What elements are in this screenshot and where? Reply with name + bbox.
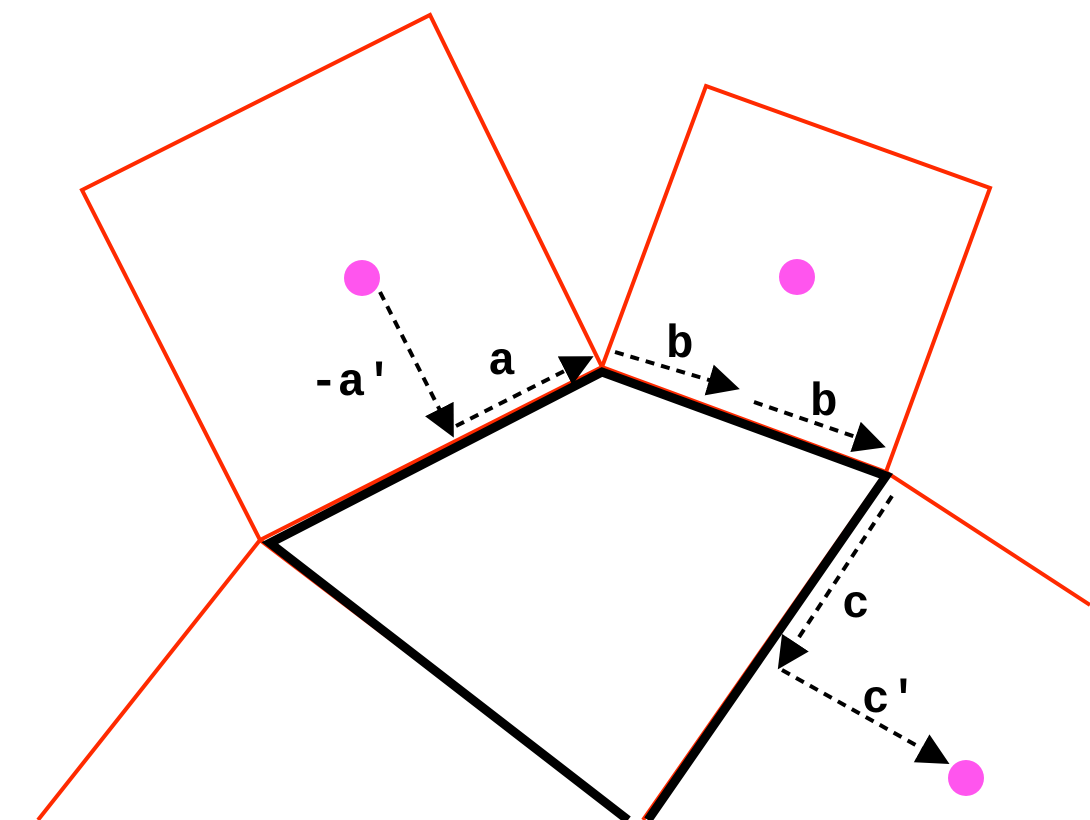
- center-point-right: [779, 259, 815, 295]
- label-c: c: [842, 579, 870, 631]
- center-point-bottom-right: [948, 760, 984, 796]
- square-left-top: [79, 12, 605, 543]
- arrow-neg-a-prime: [378, 291, 454, 438]
- arrow-b-1: [614, 350, 740, 396]
- central-polygon: [261, 367, 894, 820]
- label-a: a: [488, 336, 516, 388]
- arrow-b-2: [753, 400, 886, 453]
- red-squares: [36, 12, 1090, 820]
- label-b-1: b: [666, 319, 694, 371]
- center-point-left: [344, 260, 380, 296]
- square-right-bottom: [884, 470, 1090, 607]
- label-c-prime: c': [862, 674, 917, 726]
- square-left-bottom: [36, 538, 262, 820]
- label-b-2: b: [810, 377, 838, 429]
- arrow-c: [777, 494, 894, 670]
- vector-arrows: [378, 291, 950, 764]
- label-neg-a-prime: -a': [310, 357, 393, 409]
